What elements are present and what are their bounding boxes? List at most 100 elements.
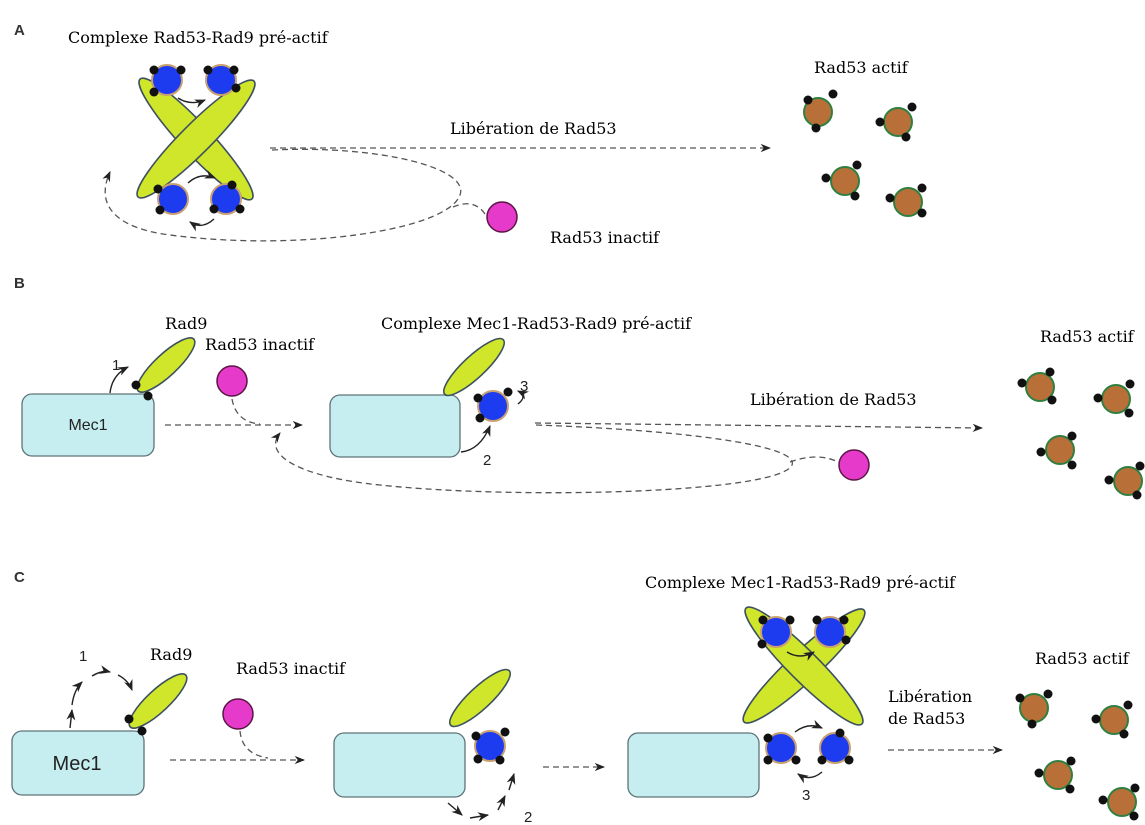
rad53-circle <box>830 166 860 196</box>
panel-b-complex-label: Complexe Mec1-Rad53-Rad9 pré-actif <box>381 314 692 333</box>
rad53-active <box>875 102 917 142</box>
rad53-circle <box>1045 435 1075 465</box>
phosphate-dot <box>137 726 147 736</box>
phosphate-dot <box>785 615 795 625</box>
rad53-active <box>1093 379 1135 418</box>
phosphate-dot <box>1045 367 1055 377</box>
mec1-with-rad9: Mec1 1 <box>11 648 188 796</box>
phosphate-dot <box>235 204 245 214</box>
mec1-rad9-rad53-complex: 2 3 <box>329 337 530 469</box>
rad53-circle <box>814 616 846 648</box>
phosphate-dot <box>1098 795 1108 805</box>
phosphate-dot <box>475 413 485 423</box>
phosphate-dot <box>1015 693 1025 703</box>
panel-c-letter: C <box>14 569 25 586</box>
rad53-bound <box>757 615 795 649</box>
panel-b-rad9-label: Rad9 <box>165 314 207 333</box>
rad53-circle <box>1107 787 1137 817</box>
phosphate-dot <box>821 173 831 183</box>
rad53-circle <box>216 365 248 397</box>
rad53-entry-path <box>231 398 261 425</box>
step-2-number: 2 <box>483 452 491 469</box>
rad53-active <box>821 160 862 201</box>
rad53-active <box>1036 431 1077 470</box>
transfer-arrow <box>786 651 815 661</box>
transfer-arrow <box>187 170 217 184</box>
recycle-loop <box>270 424 793 494</box>
rad53-entry-path <box>452 203 486 215</box>
phosphate-dot <box>901 132 911 142</box>
step-1-arrow <box>117 674 133 692</box>
phosphate-dot <box>917 208 927 218</box>
phosphate-dot <box>1036 447 1046 457</box>
mec1-with-rad9: Mec1 1 <box>21 337 196 457</box>
rad53-bound <box>209 180 245 215</box>
phosphate-dot <box>758 615 768 625</box>
phosphate-dot <box>1132 490 1142 500</box>
phosphate-dot <box>471 731 481 741</box>
phosphate-dot <box>1027 719 1037 729</box>
phosphate-dot <box>1065 784 1075 794</box>
phosphate-dot <box>1093 393 1103 403</box>
step-1-arrow <box>66 708 76 729</box>
phosphate-dot <box>149 65 159 75</box>
panel-a-complex-label: Complexe Rad53-Rad9 pré-actif <box>68 28 329 47</box>
phosphate-dot <box>473 393 483 403</box>
mec1-box <box>329 394 461 458</box>
rad53-circle <box>474 730 506 762</box>
rad53-active <box>1015 689 1053 729</box>
phosphate-dot <box>812 615 822 625</box>
rad53-circle <box>222 698 254 730</box>
phosphate-dot <box>229 65 239 75</box>
rad9-ellipse <box>442 337 506 397</box>
phosphate-dot <box>227 180 237 190</box>
panel-a-complex <box>136 64 256 232</box>
phosphate-dot <box>209 204 219 214</box>
phosphate-dot <box>1125 379 1135 389</box>
step-2-arrow <box>496 794 506 811</box>
phosphate-dot <box>841 635 851 645</box>
panel-c-inactive-label: Rad53 inactif <box>236 659 346 678</box>
phosphate-dot <box>503 387 513 397</box>
rad9-ellipse <box>448 668 512 728</box>
rad53-circle <box>883 107 913 137</box>
rad53-circle <box>205 64 237 96</box>
rad9-cross <box>136 77 256 201</box>
rad53-inactive <box>216 365 248 397</box>
step-2-arrow <box>460 424 491 453</box>
rad53-circle <box>1025 372 1055 402</box>
phosphate-dot <box>124 714 134 724</box>
transfer-arrow <box>189 218 215 232</box>
rad53-circle <box>819 732 851 764</box>
phosphate-dot <box>1130 783 1140 793</box>
panel-c-complex-label: Complexe Mec1-Rad53-Rad9 pré-actif <box>645 573 956 592</box>
rad53-circle <box>838 449 870 481</box>
rad53-circle <box>486 201 518 233</box>
rad53-entry-path <box>789 456 839 463</box>
step-1-arrow <box>71 681 83 706</box>
transfer-arrow <box>177 97 207 108</box>
rad53-inactive <box>838 449 870 481</box>
phosphate-dot <box>1047 395 1057 405</box>
rad53-active <box>1034 756 1076 794</box>
rad53-circle <box>765 732 797 764</box>
rad53-bound <box>473 387 513 423</box>
mec1-box <box>11 730 145 796</box>
rad53-active-group <box>1015 689 1140 821</box>
phosphate-dot <box>176 65 186 75</box>
recycle-loop <box>102 148 462 242</box>
mec1-label: Mec1 <box>53 753 102 775</box>
phosphate-dot <box>907 102 917 112</box>
step-2-number: 2 <box>524 809 532 825</box>
phosphate-dot <box>850 191 860 201</box>
rad9-ellipse <box>128 673 188 729</box>
rad53-bound <box>471 727 510 765</box>
step-1-number: 1 <box>112 357 120 374</box>
phosphate-dot <box>153 184 163 194</box>
rad9-ellipse <box>136 337 196 393</box>
phosphate-dot <box>1066 756 1076 766</box>
mec1-label: Mec1 <box>68 417 107 434</box>
panel-b-active-label: Rad53 actif <box>1040 327 1135 346</box>
panel-a-active-label: Rad53 actif <box>814 58 909 77</box>
rad53-active <box>1104 461 1145 500</box>
